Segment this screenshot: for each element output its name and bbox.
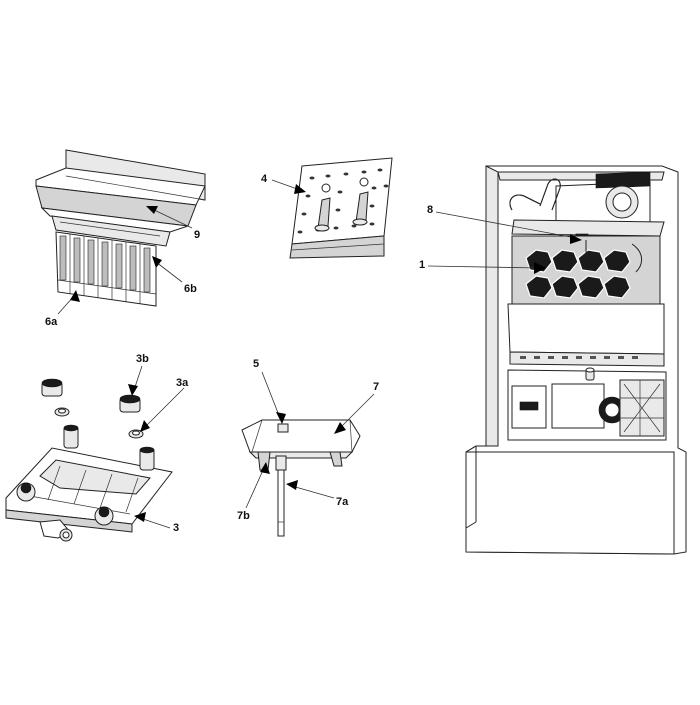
leader-3 — [134, 512, 171, 529]
part-6a-fingers — [55, 231, 157, 307]
callout-label-7a: 7a — [336, 496, 349, 508]
leader-4 — [271, 179, 306, 194]
leader-8 — [435, 211, 582, 244]
cabinet-bin-front — [507, 303, 665, 367]
leader-1 — [427, 262, 546, 274]
callout-label-3b: 3b — [136, 353, 149, 365]
part-6b-frame — [51, 215, 171, 247]
part-3a-seals — [54, 407, 144, 439]
cabinet-control-area — [507, 367, 667, 441]
leader-6b — [152, 256, 183, 283]
part-3-ports — [63, 424, 155, 471]
leader-7a — [286, 480, 335, 499]
callout-label-9: 9 — [194, 229, 201, 241]
callout-label-6a: 6a — [45, 316, 58, 328]
callout-label-1: 1 — [419, 259, 426, 271]
part-1-ice-mold — [511, 235, 661, 305]
callout-label-7: 7 — [373, 381, 380, 393]
callout-label-8: 8 — [427, 204, 434, 216]
callout-label-3: 3 — [173, 522, 180, 534]
leader-9 — [146, 206, 193, 229]
leader-3b — [128, 365, 143, 396]
callout-label-3a: 3a — [176, 377, 189, 389]
part-5-sensor — [277, 423, 289, 433]
callout-label-5: 5 — [253, 358, 260, 370]
leader-7b — [245, 462, 270, 509]
leader-3a — [140, 387, 185, 432]
leader-6a — [57, 290, 80, 315]
part-7a-drain-tube — [275, 455, 287, 537]
callout-label-7b: 7b — [237, 510, 250, 522]
part-3-feet — [16, 482, 114, 542]
callout-label-6b: 6b — [184, 283, 197, 295]
part-4-evaporator-plate — [289, 157, 393, 259]
part-3b-caps — [41, 378, 141, 413]
leader-7 — [334, 393, 375, 434]
part-9-bin-cover — [35, 149, 206, 233]
callout-label-4: 4 — [261, 173, 268, 185]
leader-5 — [261, 371, 286, 424]
